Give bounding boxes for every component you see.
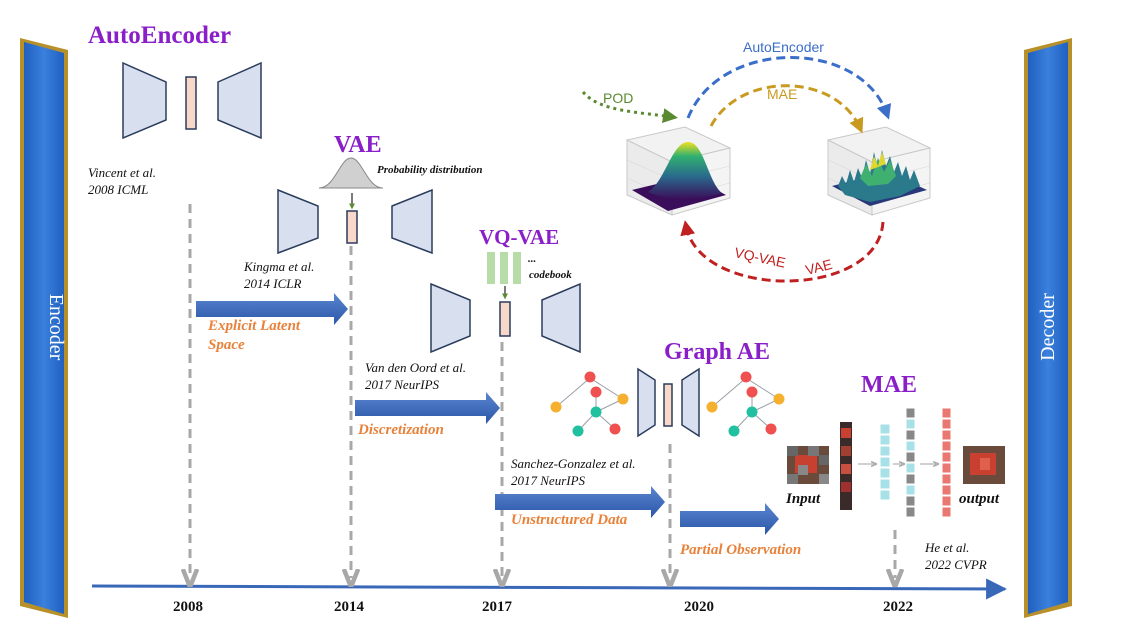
graphae-decoder-shape <box>681 367 700 438</box>
timeline-axis <box>91 578 1008 600</box>
year-guides <box>190 204 895 578</box>
pod-arrow <box>581 90 678 124</box>
label-explicit-latent-1: Explicit Latent <box>207 318 301 334</box>
autoencoder-citation-2: 2008 ICML <box>88 182 148 197</box>
graphae-citation-1: Sanchez-Gonzalez et al. <box>511 456 636 471</box>
vae-section: VAE Probability distribution Kingma et a… <box>243 132 482 291</box>
output-graph-icon <box>706 371 785 437</box>
label-partial: Partial Observation <box>680 542 801 558</box>
year-2014: 2014 <box>334 599 365 615</box>
graphae-latent <box>663 383 673 427</box>
vqvae-citation-2: 2017 NeurIPS <box>365 377 440 392</box>
decoder-bar: Decoder <box>1024 38 1072 618</box>
label-explicit-latent-2: Space <box>208 337 245 353</box>
vae-encoder-shape <box>277 188 319 255</box>
label-unstructured: Unstructured Data <box>511 512 628 528</box>
vqvae-note: codebook <box>529 269 572 281</box>
input-graph-icon <box>550 371 629 437</box>
graphae-citation-2: 2017 NeurIPS <box>511 473 586 488</box>
vae-citation-1: Kingma et al. <box>243 259 314 274</box>
autoencoder-arc <box>686 56 892 120</box>
label-discretization: Discretization <box>357 422 444 438</box>
arrow-explicit-latent <box>196 293 348 325</box>
year-2017: 2017 <box>482 599 513 615</box>
vqvae-section: VQ-VAE ... codebook Van den Oord et al. … <box>365 225 581 392</box>
vqvae-latent <box>499 301 511 337</box>
mae-arc <box>709 84 864 134</box>
vqvae-citation-1: Van den Oord et al. <box>365 360 466 375</box>
arrow-unstructured <box>495 486 665 518</box>
mae-section: MAE <box>785 372 1005 572</box>
year-2020: 2020 <box>684 599 714 615</box>
graphae-encoder-shape <box>637 367 656 438</box>
encoder-label: Encoder <box>45 294 67 361</box>
ae-latent <box>185 76 197 130</box>
vae-note: Probability distribution <box>377 164 482 176</box>
year-labels: 2008 2014 2017 2020 2022 <box>173 599 913 615</box>
vqvae-decoder-shape <box>541 282 581 354</box>
panel-pod-label: POD <box>603 90 633 106</box>
vqvae-vae-arc <box>680 220 885 283</box>
noisy-surface-plot <box>826 126 932 216</box>
vqvae-ellipsis: ... <box>528 253 536 265</box>
vae-title: VAE <box>334 132 382 158</box>
mae-citation-2: 2022 CVPR <box>925 557 987 572</box>
mae-input-image-icon <box>787 446 829 484</box>
mae-visible-patches-icon <box>840 422 852 510</box>
mae-citation-1: He et al. <box>924 540 969 555</box>
year-2008: 2008 <box>173 599 203 615</box>
decoder-label: Decoder <box>1037 293 1059 361</box>
vae-latent <box>346 210 358 244</box>
mae-input-label: Input <box>785 491 821 507</box>
panel-vae-label: VAE <box>804 256 834 278</box>
vae-citation-2: 2014 ICLR <box>244 276 301 291</box>
gaussian-curve-icon <box>318 157 384 189</box>
smooth-surface-plot <box>625 126 732 216</box>
concept-panel: AutoEncoder MAE VQ-VAE VAE POD <box>581 39 932 283</box>
graphae-title: Graph AE <box>664 339 770 365</box>
ae-encoder-shape <box>122 61 167 140</box>
mae-decoder-tokens-icon <box>941 407 952 518</box>
mae-full-tokens-icon <box>905 407 916 518</box>
arrow-discretization <box>355 392 500 424</box>
autoencoder-section: AutoEncoder Vincent et al. 2008 ICML <box>88 22 262 197</box>
panel-mae-label: MAE <box>767 86 797 102</box>
panel-vqvae-label: VQ-VAE <box>733 244 787 270</box>
year-2022: 2022 <box>883 599 913 615</box>
arrow-partial <box>680 503 779 535</box>
graphae-section: Graph AE <box>511 339 785 488</box>
panel-autoencoder-label: AutoEncoder <box>743 39 824 55</box>
vae-decoder-shape <box>391 188 433 255</box>
mae-encoder-tokens-icon <box>879 423 891 501</box>
ae-decoder-shape <box>217 61 262 140</box>
vqvae-encoder-shape <box>430 282 471 354</box>
mae-title: MAE <box>861 372 917 398</box>
transition-arrows <box>196 293 779 535</box>
vqvae-title: VQ-VAE <box>479 225 559 249</box>
autoencoder-citation-1: Vincent et al. <box>88 165 156 180</box>
mae-output-image-icon <box>963 446 1005 484</box>
mae-output-label: output <box>959 491 1000 507</box>
encoder-bar: Encoder <box>20 38 68 618</box>
autoencoder-title: AutoEncoder <box>88 22 231 49</box>
codebook-icon <box>487 252 521 284</box>
